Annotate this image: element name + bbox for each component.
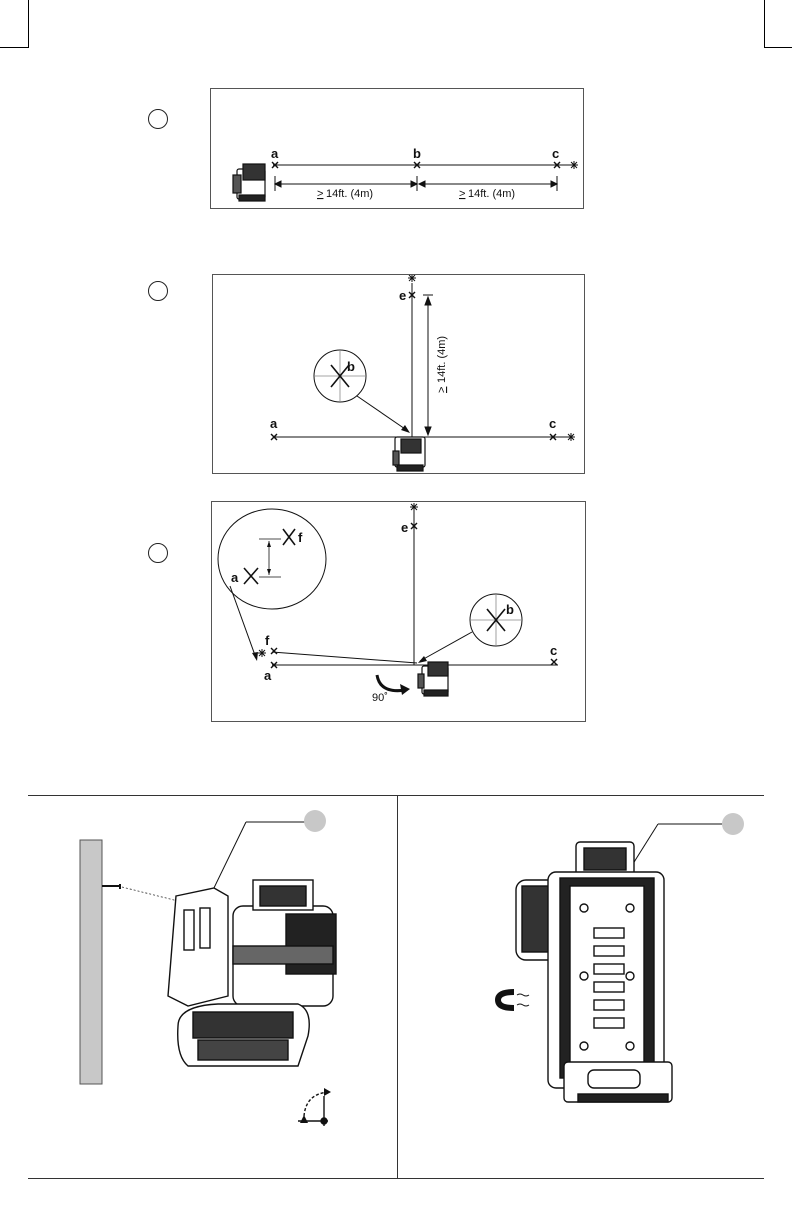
callout-badge-icon <box>304 810 326 832</box>
point-label-c: c <box>552 146 559 161</box>
point-label-e: e <box>399 288 406 303</box>
point-label-b: b <box>413 146 421 161</box>
crop-mark <box>764 47 792 48</box>
diagram-step-1: a b c > 14ft. (4m) > 14ft. (4m) <box>210 88 584 209</box>
point-label-a: a <box>271 146 279 161</box>
laser-dot-icon <box>570 161 578 169</box>
magnet-icon <box>498 992 529 1008</box>
dim-prefix-right: > <box>459 188 465 200</box>
diagram-step-2: a c e > 14ft. (4m) b <box>212 274 585 474</box>
laser-level-icon <box>393 437 425 471</box>
crop-mark <box>0 47 28 48</box>
crop-mark <box>28 0 29 48</box>
point-label-e: e <box>401 520 408 535</box>
crop-mark <box>764 0 765 48</box>
point-label-f: f <box>265 633 270 648</box>
dim-label-left: 14ft. (4m) <box>326 188 373 200</box>
dim-label-right: 14ft. (4m) <box>468 188 515 200</box>
rotation-label: 90˚ <box>372 692 388 704</box>
section-divider-bottom <box>28 1178 764 1179</box>
detail-label-b: b <box>506 602 514 617</box>
point-label-a: a <box>270 416 278 431</box>
detail-label-f: f <box>298 530 303 545</box>
laser-level-icon <box>233 164 265 201</box>
laser-level-device <box>168 880 336 1066</box>
step-circle-icon-2 <box>148 281 168 301</box>
figure-wall-mount <box>28 796 397 1178</box>
callout-badge-icon <box>722 813 744 835</box>
step-circle-icon-1 <box>148 109 168 129</box>
point-label-a: a <box>264 668 272 683</box>
dim-prefix-left: > <box>317 188 323 200</box>
point-label-c: c <box>550 643 557 658</box>
diagram-step-3: f a c e f a b <box>211 501 586 722</box>
point-label-c: c <box>549 416 556 431</box>
rotate-90-icon <box>298 1088 331 1126</box>
dim-prefix-vertical: > <box>436 387 448 393</box>
detail-label-b: b <box>347 359 355 374</box>
dim-label-vertical: 14ft. (4m) <box>436 336 448 383</box>
laser-level-icon <box>418 662 448 696</box>
laser-level-back <box>516 842 672 1102</box>
step-circle-icon-3 <box>148 543 168 563</box>
figure-magnetic-back <box>398 796 764 1178</box>
detail-label-a: a <box>231 570 239 585</box>
